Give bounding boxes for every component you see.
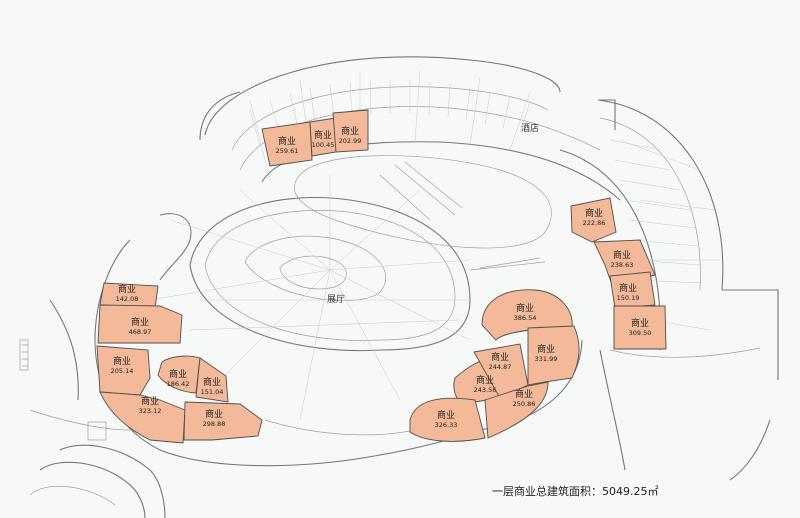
shop-unit-label: 商业 (491, 351, 509, 363)
total-area-label: 一层商业总建筑面积： (492, 485, 602, 498)
shop-unit-label: 商业 (131, 316, 149, 328)
shop-unit-label: 商业 (585, 207, 603, 219)
shop-unit-area: 309.50 (629, 329, 652, 337)
shop-unit[interactable] (99, 391, 186, 444)
shop-unit-area: 151.04 (201, 388, 224, 396)
shop-unit-area: 243.56 (474, 386, 497, 394)
shop-unit-area: 222.86 (583, 219, 606, 227)
shop-unit-area: 298.88 (203, 420, 226, 428)
shop-unit-area: 238.63 (611, 261, 634, 269)
shop-unit-label: 商业 (613, 249, 631, 261)
shop-unit[interactable] (609, 271, 656, 309)
shop-unit-area: 244.87 (489, 363, 512, 371)
shop-unit-label: 商业 (631, 317, 649, 329)
shop-unit[interactable] (96, 345, 151, 396)
shop-unit-area: 100.45 (312, 141, 335, 149)
shop-unit-area: 468.97 (129, 328, 152, 336)
shop-unit-label: 商业 (205, 408, 223, 420)
hotel-label: 酒店 (521, 122, 539, 134)
structural-grid (149, 69, 720, 421)
shop-unit-area: 150.19 (617, 294, 640, 302)
shop-unit[interactable] (484, 381, 549, 439)
shop-unit-area: 259.61 (276, 147, 299, 155)
room-partitions (249, 79, 703, 284)
shop-unit-label: 商业 (619, 282, 637, 294)
shop-unit-label: 商业 (141, 395, 159, 407)
hall-label: 展厅 (327, 294, 345, 305)
shop-unit[interactable] (261, 121, 313, 167)
shop-unit[interactable] (97, 304, 183, 344)
shop-unit-area: 186.42 (167, 380, 190, 388)
shop-unit[interactable] (332, 109, 369, 153)
total-area: 一层商业总建筑面积：5049.25㎡ (492, 483, 659, 499)
shop-unit-area: 386.54 (514, 314, 537, 322)
shop-unit-area: 142.08 (116, 295, 139, 303)
shop-unit-label: 商业 (437, 409, 455, 421)
shop-unit-label: 商业 (515, 388, 533, 400)
shop-unit-area: 202.99 (339, 137, 362, 145)
shop-unit-label: 商业 (118, 283, 136, 295)
shop-unit-label: 商业 (537, 343, 555, 355)
shop-unit-label: 商业 (476, 374, 494, 386)
shop-unit-area: 323.12 (139, 407, 162, 415)
shop-unit-label: 商业 (516, 302, 534, 314)
shop-units (96, 109, 667, 444)
shop-unit-area: 205.14 (111, 367, 134, 375)
shop-unit[interactable] (570, 197, 617, 243)
shop-unit-label: 商业 (169, 368, 187, 380)
shop-unit[interactable] (613, 305, 667, 350)
shop-unit-label: 商业 (113, 355, 131, 367)
shop-unit-label: 商业 (203, 376, 221, 388)
shop-unit-label: 商业 (341, 125, 359, 137)
shop-unit[interactable] (183, 401, 263, 441)
shop-unit-area: 331.99 (535, 355, 558, 363)
shop-unit-label: 商业 (314, 129, 332, 141)
shop-unit-area: 326.33 (435, 421, 458, 429)
shop-unit[interactable] (409, 397, 486, 442)
total-area-value: 5049.25㎡ (602, 485, 659, 498)
shop-unit-area: 250.86 (513, 400, 536, 408)
shop-unit[interactable] (195, 357, 229, 403)
shop-unit-label: 商业 (278, 135, 296, 147)
shop-unit[interactable] (527, 325, 580, 386)
shop-labels: 商业259.61商业100.45商业202.99商业222.86商业238.63… (111, 125, 652, 429)
